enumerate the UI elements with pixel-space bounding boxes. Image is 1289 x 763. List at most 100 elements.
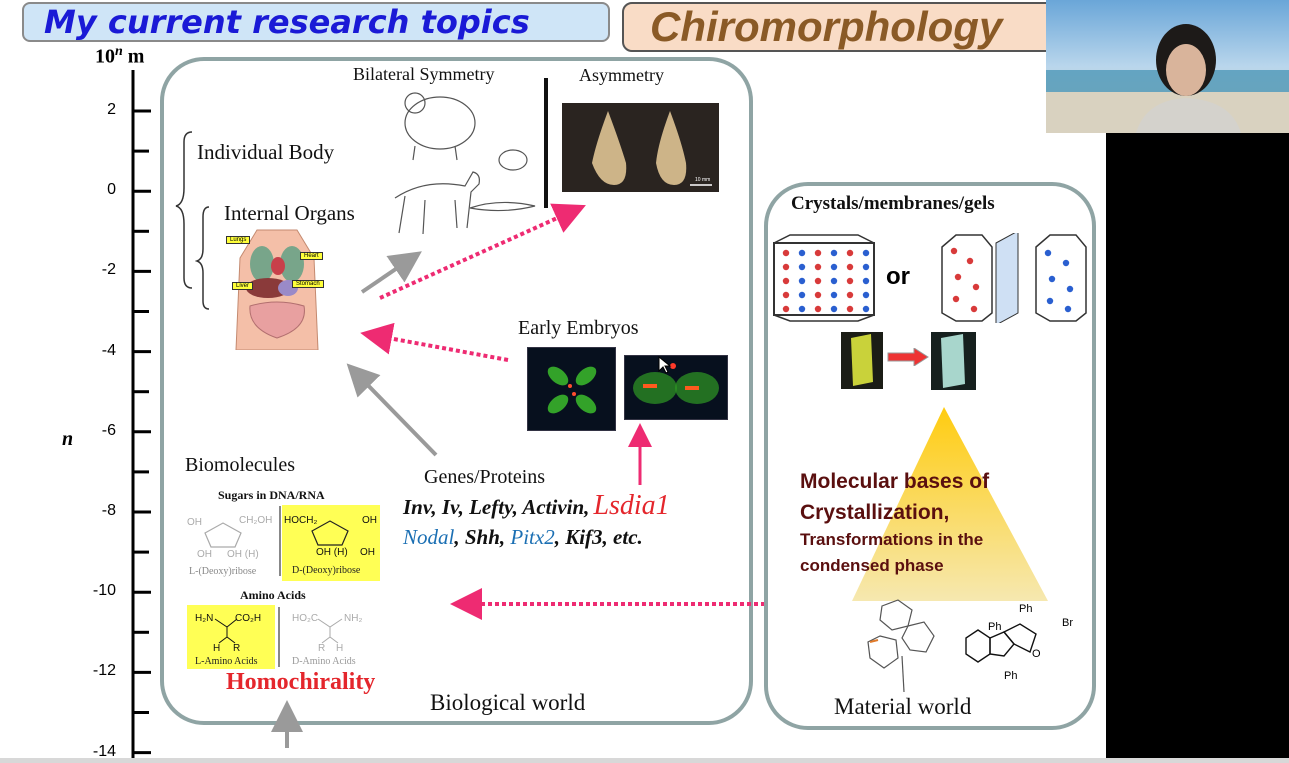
axis-tick-label: -4	[101, 341, 116, 359]
molecule-structure-2	[965, 623, 1037, 663]
crystal-molecule-dot	[814, 263, 822, 271]
svg-text:R: R	[233, 643, 240, 654]
label-biological-world: Biological world	[430, 690, 586, 715]
axis-tick-label: -12	[92, 662, 116, 680]
crystal-molecule-dot	[862, 305, 870, 313]
crystal-molecule-dot	[970, 305, 978, 313]
svg-text:OH: OH	[197, 549, 212, 560]
organ-tag-stomach: Stomach	[292, 280, 324, 288]
crystal-molecule-dot	[862, 277, 870, 285]
crystal-molecule-dot	[846, 291, 854, 299]
label-bilateral-symmetry: Bilateral Symmetry	[353, 64, 495, 84]
gene-lsdia1: Lsdia1	[593, 490, 670, 521]
crystal-molecule-dot	[846, 249, 854, 257]
label-l-amino: L-Amino Acids	[195, 656, 258, 667]
crystal-molecule-dot	[798, 249, 806, 257]
crystal-molecule-dot	[1046, 297, 1054, 305]
axis-tick-label: 0	[107, 181, 116, 199]
svg-text:OH: OH	[360, 547, 375, 558]
material-world-panel	[764, 182, 1096, 730]
svg-text:HO₂C: HO₂C	[292, 613, 318, 624]
crystal-molecule-dot	[830, 291, 838, 299]
symmetry-divider	[544, 78, 548, 208]
axis-tick-label: -8	[101, 502, 116, 519]
axis-unit-label: 10n m	[95, 44, 145, 68]
label-molecular-line1: Molecular bases of	[800, 470, 990, 493]
label-crystals-membranes-gels: Crystals/membranes/gels	[791, 193, 995, 214]
svg-text:OH (H): OH (H)	[316, 547, 348, 558]
crystal-molecule-dot	[952, 295, 960, 303]
crystal-molecule-dot	[1062, 259, 1070, 267]
axis-tick-label: -6	[101, 421, 116, 439]
svg-text:H: H	[213, 643, 220, 654]
crystal-molecule-dot	[798, 291, 806, 299]
gene-list-line2: Nodal, Shh, Pitx2, Kif3, etc.	[403, 525, 643, 549]
crystal-molecule-dot	[1048, 275, 1056, 283]
animal-sketches-illustration	[394, 92, 536, 235]
svg-text:H₂N: H₂N	[195, 613, 213, 624]
svg-text:OH (H): OH (H)	[227, 549, 259, 560]
organ-tag-heart: Heart	[300, 252, 323, 260]
label-o: O	[1032, 648, 1041, 660]
embryo-image-2	[624, 355, 728, 420]
label-d-sugar: D-(Deoxy)ribose	[292, 565, 361, 576]
d-sugar-box: HOCH₂ OH OH (H) OH D-(Deoxy)ribose	[282, 505, 380, 581]
svg-text:R: R	[318, 643, 325, 654]
crystal-molecule-dot	[814, 249, 822, 257]
title-research-topics: My current research topics	[22, 2, 610, 42]
black-background-panel	[1106, 133, 1289, 763]
mouse-cursor-icon	[658, 356, 672, 374]
crystal-molecule-dot	[1066, 285, 1074, 293]
crystal-molecule-dot	[830, 263, 838, 271]
crystal-molecule-dot	[846, 305, 854, 313]
gene-pitx2: Pitx2	[510, 525, 555, 549]
svg-text:CO₂H: CO₂H	[235, 613, 261, 624]
crystal-molecule-dot	[966, 257, 974, 265]
axis-scale	[131, 70, 151, 763]
crystal-illustrations	[773, 233, 1087, 323]
crystal-molecule-dot	[1064, 305, 1072, 313]
svg-text:HOCH₂: HOCH₂	[284, 515, 317, 526]
title-chiromorphology: Chiromorphology	[622, 2, 1062, 52]
crystal-molecule-dot	[814, 277, 822, 285]
label-ph-3: Ph	[1004, 670, 1018, 682]
gene-list-main: Inv, Iv, Lefty, Activin,	[403, 495, 590, 519]
arrow-organs-to-asymmetry	[379, 203, 586, 300]
svg-text:OH: OH	[187, 517, 202, 528]
axis-tick-label: -14	[92, 742, 116, 760]
organ-tag-lungs: Lungs	[226, 236, 251, 244]
webcam-video-feed[interactable]	[1046, 0, 1289, 133]
l-amino-box: H₂N CO₂H H R L-Amino Acids	[187, 605, 275, 669]
svg-text:NH₂: NH₂	[344, 613, 362, 624]
embryo-image-1	[527, 347, 616, 431]
crystal-molecule-dot	[782, 263, 790, 271]
crystal-molecule-dot	[954, 273, 962, 281]
snail-shells-photo: 10 mm	[562, 103, 719, 192]
label-early-embryos: Early Embryos	[518, 317, 639, 339]
crystal-molecule-dot	[814, 291, 822, 299]
transformation-arrow-icon	[887, 348, 929, 366]
crystal-molecule-dot	[1044, 249, 1052, 257]
sugar-divider	[279, 506, 281, 576]
crystal-molecule-dot	[798, 277, 806, 285]
crystal-photo-clear	[931, 332, 976, 390]
label-amino-acids: Amino Acids	[240, 588, 306, 602]
crystal-molecule-dot	[846, 263, 854, 271]
biological-world-panel	[160, 57, 753, 725]
label-d-amino: D-Amino Acids	[292, 656, 356, 667]
crystal-molecule-dot	[862, 249, 870, 257]
crystal-molecule-dot	[862, 291, 870, 299]
scale-bar-label: 10 mm	[695, 177, 711, 183]
label-ph-1: Ph	[1019, 603, 1033, 615]
l-sugar-structure: OH CH₂OH OH OH (H)	[187, 515, 272, 560]
crystal-molecule-dot	[814, 305, 822, 313]
crystal-molecule-dot	[798, 305, 806, 313]
brace-icon	[175, 131, 193, 289]
label-molecular-line3: Transformations in the	[800, 530, 984, 549]
label-individual-body: Individual Body	[197, 140, 335, 164]
crystal-molecule-dot	[782, 291, 790, 299]
crystal-molecule-dot	[798, 263, 806, 271]
arrow-embryos-to-organs	[360, 322, 509, 362]
svg-text:OH: OH	[362, 515, 377, 526]
